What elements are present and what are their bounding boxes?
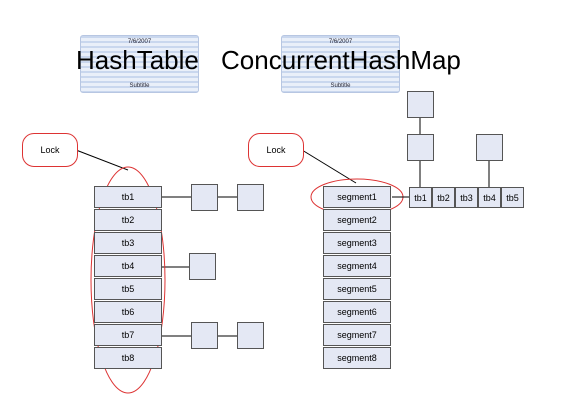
hashtable-bucket: tb7 xyxy=(94,324,162,346)
segment-table-bucket: tb1 xyxy=(409,187,432,208)
hashtable-bucket: tb5 xyxy=(94,278,162,300)
chain-node xyxy=(191,322,218,349)
chm-lock-connector xyxy=(301,149,357,184)
chm-segment: segment3 xyxy=(323,232,391,254)
chm-segment: segment7 xyxy=(323,324,391,346)
hashtable-bucket: tb2 xyxy=(94,209,162,231)
chain-node xyxy=(407,91,434,118)
hashtable-lock-scope xyxy=(90,166,166,394)
chm-segment: segment4 xyxy=(323,255,391,277)
chain-node xyxy=(407,134,434,161)
hashtable-title: HashTable xyxy=(76,45,199,75)
hashtable-title-badge: 7/6/2007 Subtitle xyxy=(80,35,199,93)
hashtable-lock-connector xyxy=(75,149,129,171)
chm-segment: segment8 xyxy=(323,347,391,369)
badge-subtitle: Subtitle xyxy=(330,83,351,89)
hashtable-bucket: tb1 xyxy=(94,186,162,208)
badge-date: 7/6/2007 xyxy=(127,39,152,45)
chain-node xyxy=(476,134,503,161)
chm-segment: segment2 xyxy=(323,209,391,231)
segment-table-bucket: tb4 xyxy=(478,187,501,208)
chain-node xyxy=(191,184,218,211)
chm-title: ConcurrentHashMap xyxy=(221,45,461,75)
chain-node xyxy=(189,253,216,280)
chm-segment: segment5 xyxy=(323,278,391,300)
badge-date: 7/6/2007 xyxy=(328,39,353,45)
hashtable-lock: Lock xyxy=(22,133,78,167)
segment-table-bucket: tb3 xyxy=(455,187,478,208)
chm-title-badge: 7/6/2007 Subtitle xyxy=(281,35,400,93)
hashtable-bucket: tb8 xyxy=(94,347,162,369)
chm-segment: segment6 xyxy=(323,301,391,323)
segment-table-bucket: tb5 xyxy=(501,187,524,208)
hashtable-bucket: tb3 xyxy=(94,232,162,254)
badge-subtitle: Subtitle xyxy=(129,83,150,89)
hashtable-bucket: tb4 xyxy=(94,255,162,277)
chain-node xyxy=(237,322,264,349)
chm-lock: Lock xyxy=(248,133,304,167)
chm-segment: segment1 xyxy=(323,186,391,208)
chain-node xyxy=(237,184,264,211)
segment-table-bucket: tb2 xyxy=(432,187,455,208)
hashtable-bucket: tb6 xyxy=(94,301,162,323)
